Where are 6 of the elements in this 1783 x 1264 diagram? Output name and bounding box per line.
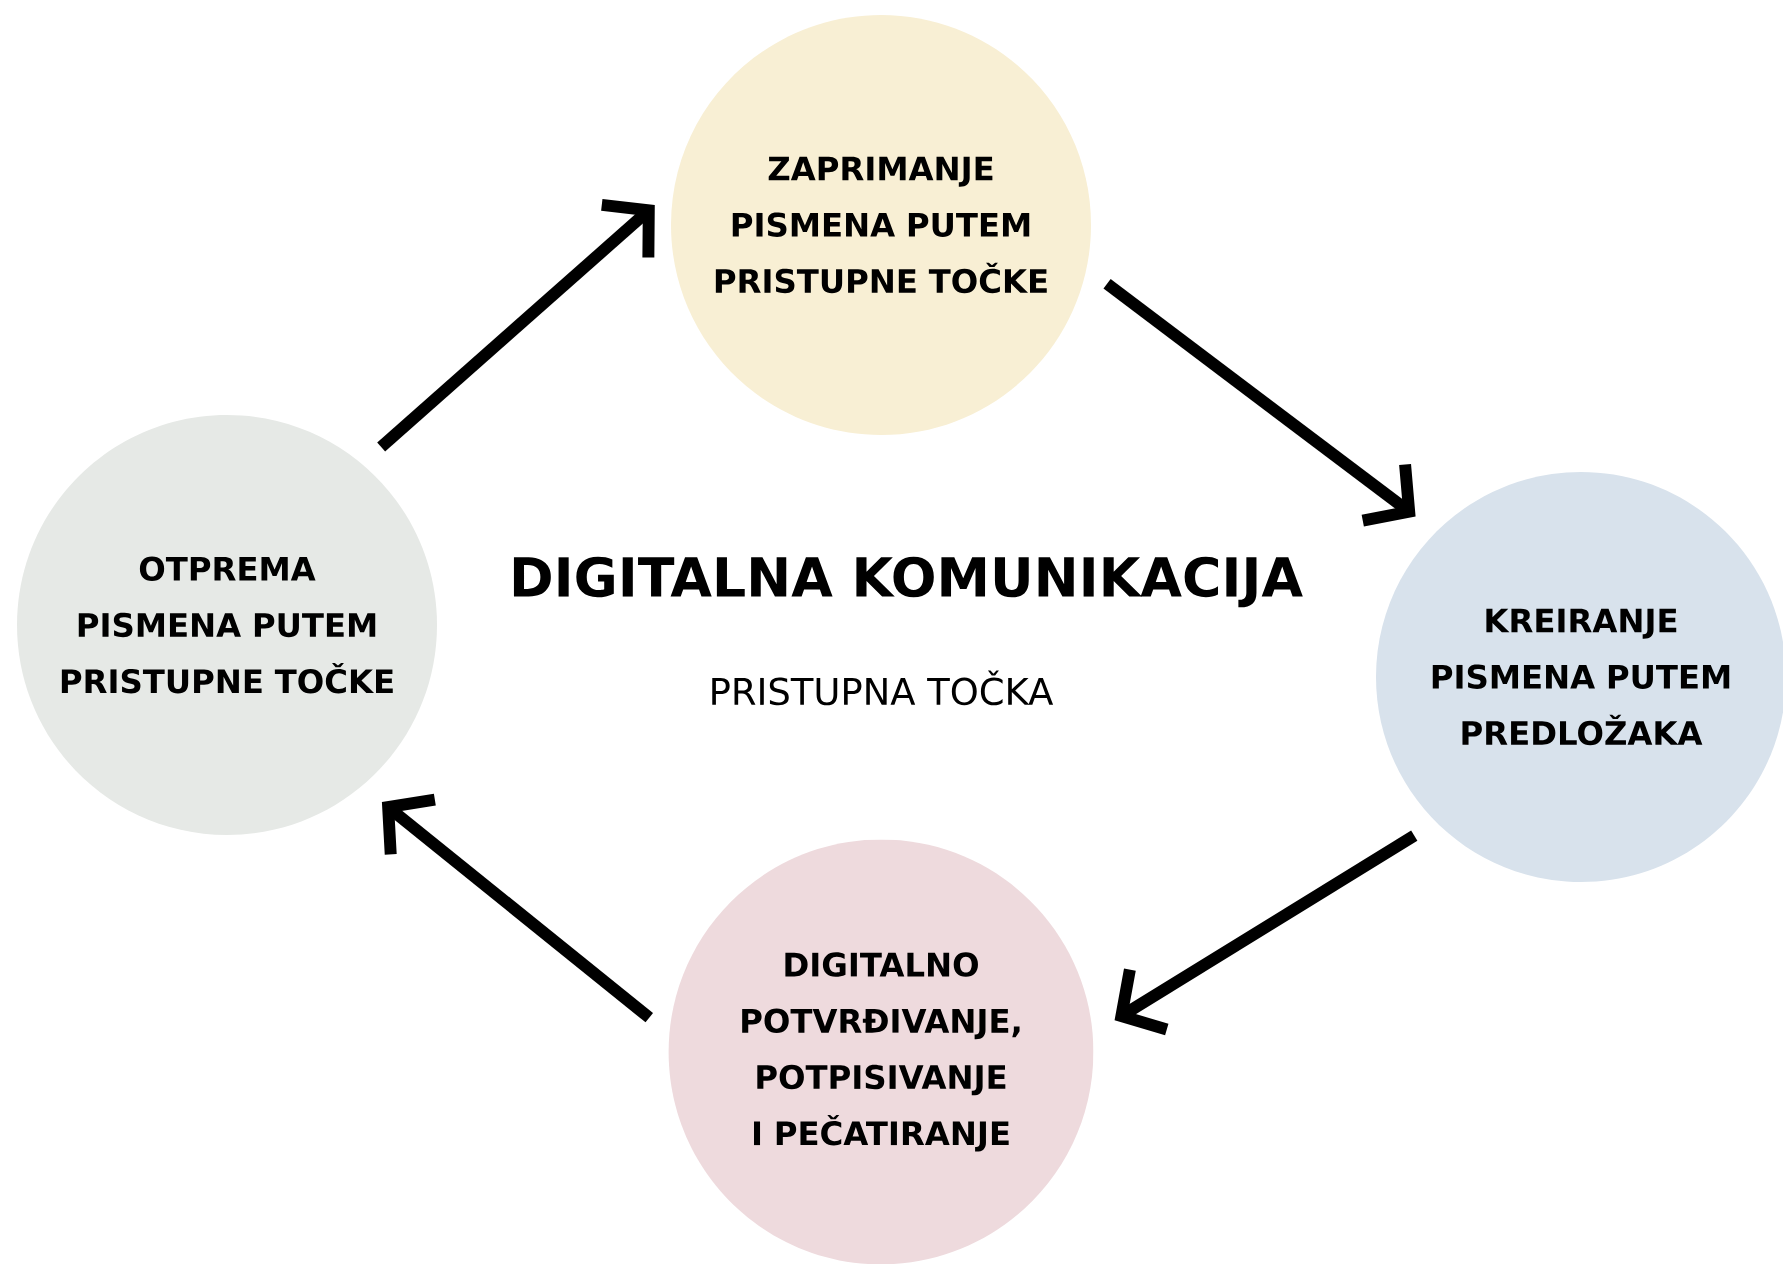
arrow <box>1103 279 1416 527</box>
title: DIGITALNA KOMUNIKACIJA <box>513 556 1303 608</box>
subtitle: PRISTUPNA TOČKA <box>712 670 1054 706</box>
arrow <box>381 793 654 1023</box>
arrow <box>377 199 655 452</box>
arrow <box>1114 830 1418 1036</box>
